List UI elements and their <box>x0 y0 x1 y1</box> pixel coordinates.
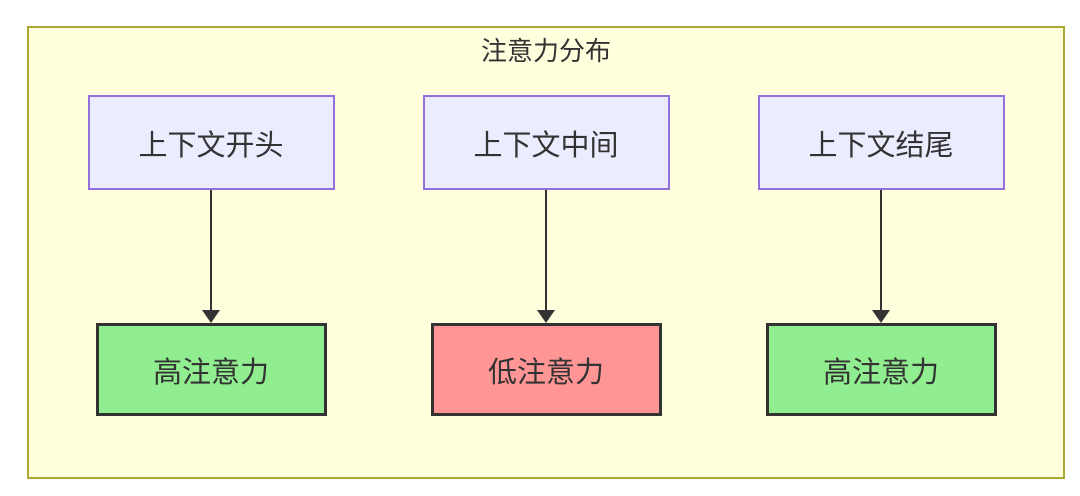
arrow-head-icon <box>872 310 890 323</box>
flow-column-context-end: 上下文结尾 高注意力 <box>757 95 1005 416</box>
arrow <box>202 190 220 323</box>
diagram-columns: 上下文开头 高注意力 上下文中间 低注意力 上下文结 <box>29 95 1063 416</box>
target-node-high-attention: 高注意力 <box>95 323 327 416</box>
flow-column-context-middle: 上下文中间 低注意力 <box>422 95 670 416</box>
target-node-low-attention: 低注意力 <box>430 323 662 416</box>
target-node-label: 低注意力 <box>487 356 604 389</box>
arrow <box>872 190 890 323</box>
flow-column-context-start: 上下文开头 高注意力 <box>87 95 335 416</box>
arrow-line <box>880 190 882 310</box>
source-node-label: 上下文开头 <box>138 129 284 162</box>
source-node-label: 上下文中间 <box>473 129 619 162</box>
arrow-head-icon <box>537 310 555 323</box>
diagram-canvas: 注意力分布 上下文开头 高注意力 上下文中间 低注意力 <box>27 26 1065 479</box>
target-node-label: 高注意力 <box>822 356 939 389</box>
arrow-head-icon <box>202 310 220 323</box>
target-node-high-attention: 高注意力 <box>765 323 997 416</box>
arrow-line <box>210 190 212 310</box>
source-node-label: 上下文结尾 <box>808 129 954 162</box>
target-node-label: 高注意力 <box>152 356 269 389</box>
source-node-context-end: 上下文结尾 <box>757 95 1005 190</box>
arrow <box>537 190 555 323</box>
arrow-line <box>545 190 547 310</box>
diagram-title: 注意力分布 <box>480 36 611 66</box>
source-node-context-start: 上下文开头 <box>87 95 335 190</box>
source-node-context-middle: 上下文中间 <box>422 95 670 190</box>
